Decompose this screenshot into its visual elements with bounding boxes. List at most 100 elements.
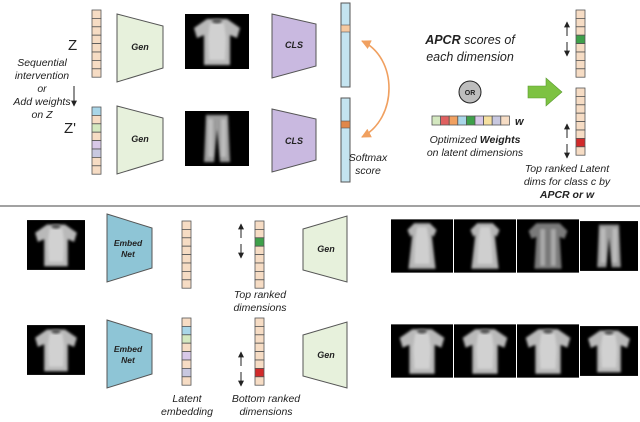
vector-cell <box>465 115 476 126</box>
vector-cell <box>181 237 192 247</box>
vector-cell <box>575 68 586 78</box>
vector-cell <box>91 17 102 28</box>
vector-cell <box>575 9 586 19</box>
ranked-embedding-row2 <box>254 317 265 386</box>
vector-cell <box>181 220 192 230</box>
comparison-arrow <box>361 40 390 138</box>
vector-cell <box>254 351 265 361</box>
or-badge <box>458 80 482 104</box>
intervention-line-5: on Z <box>31 109 53 121</box>
vector-cell <box>254 270 265 281</box>
softmax-bar-top <box>340 2 351 88</box>
vector-cell <box>254 342 265 353</box>
vector-cell <box>254 228 265 239</box>
vector-cell <box>254 237 265 247</box>
generated-shirt-image <box>185 14 249 69</box>
output-image-r2-4 <box>580 326 638 376</box>
weights-line-1: Optimized Weights <box>430 134 521 146</box>
intervention-line-4: Add weights <box>12 96 71 108</box>
vector-cell <box>254 367 265 378</box>
softmax-line-1: Softmax <box>349 152 388 164</box>
generator-label: Gen <box>131 42 149 52</box>
vector-cell <box>91 43 102 53</box>
ranked-line-1: Top ranked Latent <box>525 163 610 175</box>
softmax-bar-bottom <box>340 97 351 183</box>
top-section: Z Z' Sequential intervention or Add weig… <box>12 2 611 201</box>
vector-cell <box>575 26 586 36</box>
vector-cell <box>575 96 586 106</box>
intervention-line-1: Sequential <box>17 57 67 69</box>
result-arrow <box>527 77 563 107</box>
vector-cell <box>491 115 502 126</box>
vector-cell <box>181 342 192 353</box>
vector-cell <box>91 9 102 19</box>
vector-cell <box>254 359 265 369</box>
latent-line-1: Latent <box>172 393 202 405</box>
apcr-line-2: each dimension <box>426 50 514 64</box>
vector-cell <box>575 129 586 139</box>
generator-block-row2 <box>302 321 348 389</box>
vector-cell <box>181 351 192 361</box>
vector-cell <box>254 254 265 264</box>
intervention-line-3: or <box>37 83 47 95</box>
z-label: Z <box>68 37 77 54</box>
w-label: w <box>515 116 525 128</box>
vector-cell <box>254 220 265 230</box>
vector-cell <box>254 317 265 327</box>
bottom-section: Embed Net Top ranked dimensions Gen Embe… <box>27 213 638 418</box>
vector-cell <box>91 131 102 141</box>
vector-cell <box>181 359 192 369</box>
embed-net-label-1: Embed <box>114 238 143 248</box>
vector-cell <box>254 279 265 289</box>
vector-cell <box>181 228 192 239</box>
weights-line-2: on latent dimensions <box>427 147 524 159</box>
bottom-ranked-line-1: Bottom ranked <box>232 393 301 405</box>
latent-line-2: embedding <box>161 406 213 418</box>
softmax-peak-bottom <box>340 120 351 129</box>
vector-cell <box>91 68 102 78</box>
ranked-vector-top <box>575 9 586 78</box>
classifier-block-bottom <box>271 108 317 173</box>
output-image-r2-3 <box>517 324 579 377</box>
embedding-vector-row1 <box>181 220 192 289</box>
embed-net-block-row2 <box>106 319 153 389</box>
output-image-r2-2 <box>454 324 516 377</box>
vector-cell <box>575 43 586 53</box>
embedding-vector-row2 <box>181 317 192 386</box>
top-ranked-line-1: Top ranked <box>234 289 287 301</box>
weights-vector <box>431 115 510 126</box>
vector-cell <box>448 115 459 126</box>
output-image-r2-1 <box>391 324 453 377</box>
vector-cell <box>91 34 102 45</box>
input-shirt-image <box>27 325 85 375</box>
vector-cell <box>575 60 586 70</box>
ranked-embedding-row1 <box>254 220 265 289</box>
vector-cell <box>181 254 192 264</box>
vector-cell <box>91 106 102 116</box>
apcr-line-1: APCR scores of <box>424 33 516 47</box>
vector-cell <box>254 325 265 336</box>
generator-label: Gen <box>131 134 149 144</box>
vector-cell <box>181 245 192 255</box>
or-label: OR <box>465 90 476 97</box>
vector-cell <box>575 17 586 28</box>
vector-cell <box>91 123 102 133</box>
intervention-label: Sequential intervention or Add weights o… <box>12 57 71 121</box>
vector-cell <box>457 115 467 126</box>
output-image-r1-3 <box>517 219 579 272</box>
latent-vector-z-prime <box>91 106 102 175</box>
output-image-r1-4 <box>580 221 638 271</box>
vector-cell <box>91 60 102 70</box>
vector-cell <box>254 376 265 386</box>
vector-cell <box>91 165 102 175</box>
apcr-bold-word: APCR <box>424 33 460 47</box>
vector-cell <box>575 87 586 97</box>
vector-cell <box>254 334 265 344</box>
classifier-label: CLS <box>285 136 303 146</box>
vector-cell <box>575 121 586 131</box>
vector-cell <box>181 270 192 281</box>
embed-net-block-row1 <box>106 213 153 283</box>
generated-pants-image <box>185 111 249 166</box>
vector-cell <box>181 317 192 327</box>
vector-cell <box>483 115 493 126</box>
